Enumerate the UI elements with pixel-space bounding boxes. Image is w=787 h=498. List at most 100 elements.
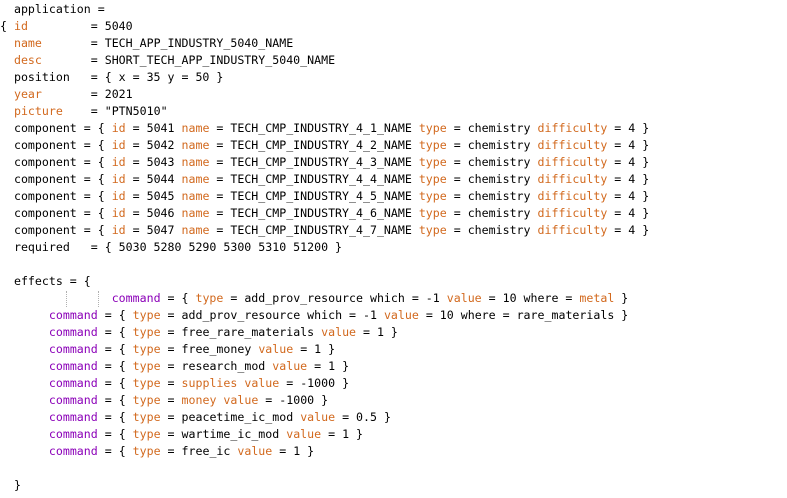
code-text: component = { — [0, 172, 112, 186]
code-line: effects = { — [0, 273, 91, 290]
code-keyword: name — [181, 189, 210, 203]
code-keyword: value — [321, 325, 357, 339]
code-text — [0, 291, 112, 305]
code-keyword: type — [418, 223, 447, 237]
code-line: picture = "PTN5010" — [0, 103, 168, 120]
code-text: = 5046 — [125, 206, 182, 220]
code-keyword: name — [13, 36, 42, 50]
indent-guide — [66, 291, 67, 307]
code-keyword: type — [418, 121, 447, 135]
code-keyword: year — [13, 87, 42, 101]
code-line: name = TECH_APP_INDUSTRY_5040_NAME — [0, 35, 293, 52]
code-line: component = { id = 5042 name = TECH_CMP_… — [0, 137, 649, 154]
code-text: component = { — [0, 138, 112, 152]
code-keyword: type — [418, 189, 447, 203]
code-text: = "PTN5010" — [62, 104, 168, 118]
code-text: = chemistry — [446, 172, 538, 186]
indent-guide — [98, 291, 99, 307]
code-text: = 4 } — [607, 172, 650, 186]
code-text: = { — [97, 393, 133, 407]
code-keyword: difficulty — [537, 189, 608, 203]
code-keyword: value — [383, 308, 419, 322]
code-text: = chemistry — [446, 206, 538, 220]
code-text: = 4 } — [607, 223, 650, 237]
code-text: = 5042 — [125, 138, 182, 152]
code-text: position = { x = 35 y = 50 } — [0, 70, 224, 84]
code-line: command = { type = peacetime_ic_mod valu… — [0, 409, 391, 426]
code-text: component = { — [0, 223, 112, 237]
code-keyword: id — [111, 189, 126, 203]
code-keyword: difficulty — [537, 172, 608, 186]
code-line: command = { type = add_prov_resource whi… — [0, 290, 629, 307]
code-command: command — [48, 444, 98, 458]
code-line: command = { type = wartime_ic_mod value … — [0, 426, 363, 443]
code-text: required = { 5030 5280 5290 5300 5310 51… — [0, 240, 343, 254]
code-text — [0, 53, 14, 67]
code-keyword: id — [111, 155, 126, 169]
code-text: = 1 } — [321, 427, 364, 441]
code-text: effects = { — [0, 274, 91, 288]
code-text: application = — [0, 2, 105, 16]
code-line: component = { id = 5041 name = TECH_CMP_… — [0, 120, 649, 137]
code-text: = add_prov_resource which = -1 — [223, 291, 447, 305]
code-line: component = { id = 5043 name = TECH_CMP_… — [0, 154, 649, 171]
code-keyword: id — [13, 19, 28, 33]
code-keyword: type — [132, 308, 161, 322]
code-keyword: value — [237, 444, 273, 458]
code-keyword: type — [418, 172, 447, 186]
code-text: } — [614, 291, 629, 305]
code-keyword: supplies value — [181, 376, 280, 390]
code-text: = free_ic — [160, 444, 238, 458]
code-text — [0, 342, 49, 356]
code-text — [0, 376, 49, 390]
code-keyword: type — [418, 206, 447, 220]
code-text: = chemistry — [446, 155, 538, 169]
code-text: = chemistry — [446, 138, 538, 152]
code-text: = TECH_CMP_INDUSTRY_4_6_NAME — [209, 206, 419, 220]
code-text: = add_prov_resource which = -1 — [160, 308, 384, 322]
code-keyword: type — [132, 359, 161, 373]
code-text: component = { — [0, 155, 112, 169]
code-line: command = { type = free_money value = 1 … — [0, 341, 335, 358]
code-keyword: name — [181, 155, 210, 169]
code-command: command — [48, 325, 98, 339]
code-keyword: type — [132, 410, 161, 424]
code-keyword: type — [132, 376, 161, 390]
code-line: component = { id = 5047 name = TECH_CMP_… — [0, 222, 649, 239]
code-keyword: difficulty — [537, 121, 608, 135]
code-text: = chemistry — [446, 223, 538, 237]
code-keyword: id — [111, 138, 126, 152]
code-text: = SHORT_TECH_APP_INDUSTRY_5040_NAME — [41, 53, 336, 67]
code-text — [0, 359, 49, 373]
code-text: = 5043 — [125, 155, 182, 169]
code-keyword: value — [300, 410, 336, 424]
code-keyword: id — [111, 223, 126, 237]
code-line: { id = 5040 — [0, 18, 133, 35]
code-keyword: name — [181, 206, 210, 220]
code-text: component = { — [0, 121, 112, 135]
code-keyword: value — [286, 427, 322, 441]
code-keyword: id — [111, 206, 126, 220]
code-text: = { — [160, 291, 196, 305]
code-text: = 1 } — [307, 359, 350, 373]
code-keyword: type — [132, 393, 161, 407]
code-text: = 1 } — [293, 342, 336, 356]
code-line: command = { type = add_prov_resource whi… — [0, 307, 628, 324]
code-keyword: type — [132, 342, 161, 356]
code-text: = { — [97, 444, 133, 458]
code-keyword: value — [258, 342, 294, 356]
code-text: = TECH_CMP_INDUSTRY_4_1_NAME — [209, 121, 419, 135]
code-text: = 10 where = — [481, 291, 580, 305]
code-line: year = 2021 — [0, 86, 133, 103]
code-text: = 4 } — [607, 155, 650, 169]
code-keyword: name — [181, 121, 210, 135]
code-text: = free_money — [160, 342, 259, 356]
code-keyword: id — [111, 121, 126, 135]
code-line: command = { type = free_ic value = 1 } — [0, 443, 314, 460]
code-text: = 2021 — [41, 87, 133, 101]
code-text: = 0.5 } — [335, 410, 391, 424]
code-keyword: type — [195, 291, 224, 305]
code-keyword: type — [418, 138, 447, 152]
code-keyword: difficulty — [537, 138, 608, 152]
